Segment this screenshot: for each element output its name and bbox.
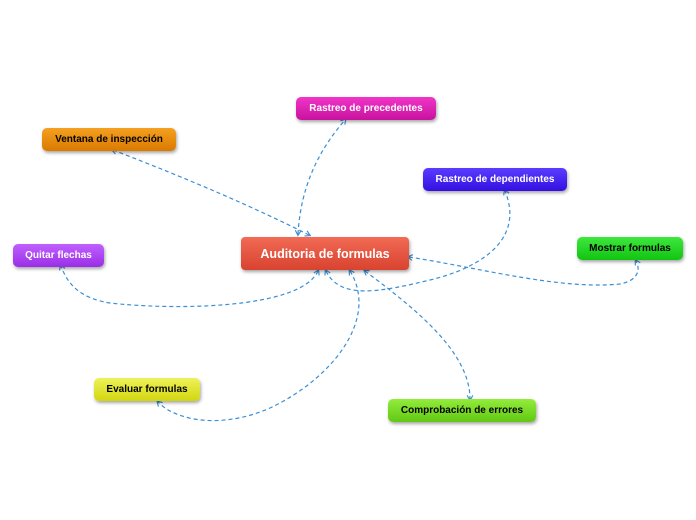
topic-label: Quitar flechas (25, 250, 92, 261)
topic-ventana-de-inspeccion[interactable]: Ventana de inspección (42, 128, 176, 151)
topic-label: Rastreo de dependientes (435, 174, 555, 185)
connector-mostrar (406, 254, 641, 286)
topic-evaluar-formulas[interactable]: Evaluar formulas (94, 378, 200, 401)
topic-label: Rastreo de precedentes (309, 103, 423, 114)
topic-mostrar-formulas[interactable]: Mostrar formulas (577, 237, 683, 260)
connector-precedentes (294, 118, 347, 237)
topic-comprobacion-de-errores[interactable]: Comprobación de errores (388, 399, 536, 422)
central-topic[interactable]: Auditoria de formulas (241, 237, 409, 270)
connector-quitar (58, 263, 320, 308)
topic-rastreo-de-precedentes[interactable]: Rastreo de precedentes (296, 97, 436, 120)
topic-quitar-flechas[interactable]: Quitar flechas (13, 244, 104, 267)
connector-ventana (110, 148, 312, 237)
topic-rastreo-de-dependientes[interactable]: Rastreo de dependientes (423, 168, 567, 191)
topic-label: Mostrar formulas (589, 243, 671, 254)
topic-label: Comprobación de errores (400, 405, 524, 416)
central-topic-label: Auditoria de formulas (260, 246, 390, 261)
topic-label: Evaluar formulas (106, 384, 188, 395)
topic-label: Ventana de inspección (55, 134, 163, 145)
connector-comprobacion (362, 269, 474, 402)
